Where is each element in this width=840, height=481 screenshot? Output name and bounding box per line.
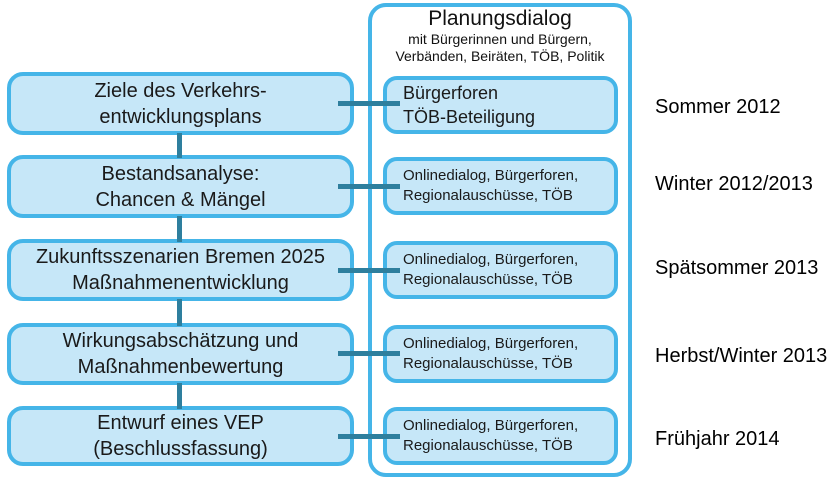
connector-horizontal-4	[338, 351, 400, 356]
phase-label-line2: Chancen & Mängel	[95, 188, 266, 211]
period-label-5: Frühjahr 2014	[655, 428, 780, 450]
planungsdialog-subtitle-line1: mit Bürgerinnen und Bürgern,	[408, 31, 592, 48]
dialog-label-line1: Onlinedialog, Bürgerforen,	[403, 250, 579, 268]
connector-horizontal-5	[338, 434, 400, 439]
dialog-box-3: Onlinedialog, Bürgerforen, Regionalausch…	[383, 241, 618, 299]
planungsdialog-subtitle-line2: Verbänden, Beiräten, TÖB, Politik	[395, 47, 605, 64]
dialog-label-line1: Onlinedialog, Bürgerforen,	[403, 334, 579, 352]
dialog-label-line2: Regionalauschüsse, TÖB	[403, 437, 573, 454]
phase-label-line1: Bestandsanalyse:	[101, 162, 260, 185]
phase-label-line1: Zukunftsszenarien Bremen 2025	[35, 246, 326, 268]
period-label-1: Sommer 2012	[655, 96, 781, 118]
dialog-label-line2: TÖB-Beteiligung	[403, 107, 536, 127]
planungsdialog-title: Planungsdialog	[428, 7, 572, 30]
phase-box-ziele: Ziele des Verkehrs- entwicklungsplans	[7, 72, 354, 135]
dialog-box-1: Bürgerforen TÖB-Beteiligung	[383, 76, 618, 134]
phase-box-wirkungsabschaetzung: Wirkungsabschätzung und Maßnahmenbewertu…	[7, 323, 354, 385]
dialog-label-line2: Regionalauschüsse, TÖB	[403, 187, 573, 204]
dialog-label-line1: Onlinedialog, Bürgerforen,	[403, 166, 579, 184]
period-label-3: Spätsommer 2013	[655, 257, 819, 279]
connector-horizontal-1	[338, 101, 400, 106]
phase-box-bestandsanalyse: Bestandsanalyse: Chancen & Mängel	[7, 155, 354, 218]
dialog-box-2: Onlinedialog, Bürgerforen, Regionalausch…	[383, 157, 618, 215]
connector-vertical-2	[177, 216, 182, 242]
phase-box-entwurf: Entwurf eines VEP (Beschlussfassung)	[7, 406, 354, 466]
connector-horizontal-3	[338, 268, 400, 273]
dialog-label-line1: Bürgerforen	[403, 82, 499, 103]
period-label-4: Herbst/Winter 2013	[655, 345, 828, 367]
connector-vertical-3	[177, 299, 182, 326]
phase-label-line2: (Beschlussfassung)	[93, 438, 268, 460]
dialog-box-4: Onlinedialog, Bürgerforen, Regionalausch…	[383, 325, 618, 383]
period-label-2: Winter 2012/2013	[655, 173, 813, 195]
planungsdialog-panel	[368, 3, 632, 477]
phase-label-line2: Maßnahmenbewertung	[77, 356, 284, 378]
connector-vertical-4	[177, 383, 182, 409]
phase-label-line1: Entwurf eines VEP	[97, 412, 264, 434]
phase-label-line2: entwicklungsplans	[99, 105, 262, 128]
dialog-label-line1: Onlinedialog, Bürgerforen,	[403, 416, 579, 434]
connector-vertical-1	[177, 133, 182, 158]
dialog-label-line2: Regionalauschüsse, TÖB	[403, 355, 573, 372]
phase-label-line2: Maßnahmenentwicklung	[72, 272, 289, 294]
phase-label-line1: Wirkungsabschätzung und	[62, 330, 299, 352]
phase-label-line1: Ziele des Verkehrs-	[94, 79, 267, 102]
phase-box-zukunftsszenarien: Zukunftsszenarien Bremen 2025 Maßnahmene…	[7, 239, 354, 301]
planungsdialog-header: Planungsdialog mit Bürgerinnen und Bürge…	[368, 6, 632, 65]
dialog-box-5: Onlinedialog, Bürgerforen, Regionalausch…	[383, 407, 618, 465]
dialog-label-line2: Regionalauschüsse, TÖB	[403, 271, 573, 288]
connector-horizontal-2	[338, 184, 400, 189]
